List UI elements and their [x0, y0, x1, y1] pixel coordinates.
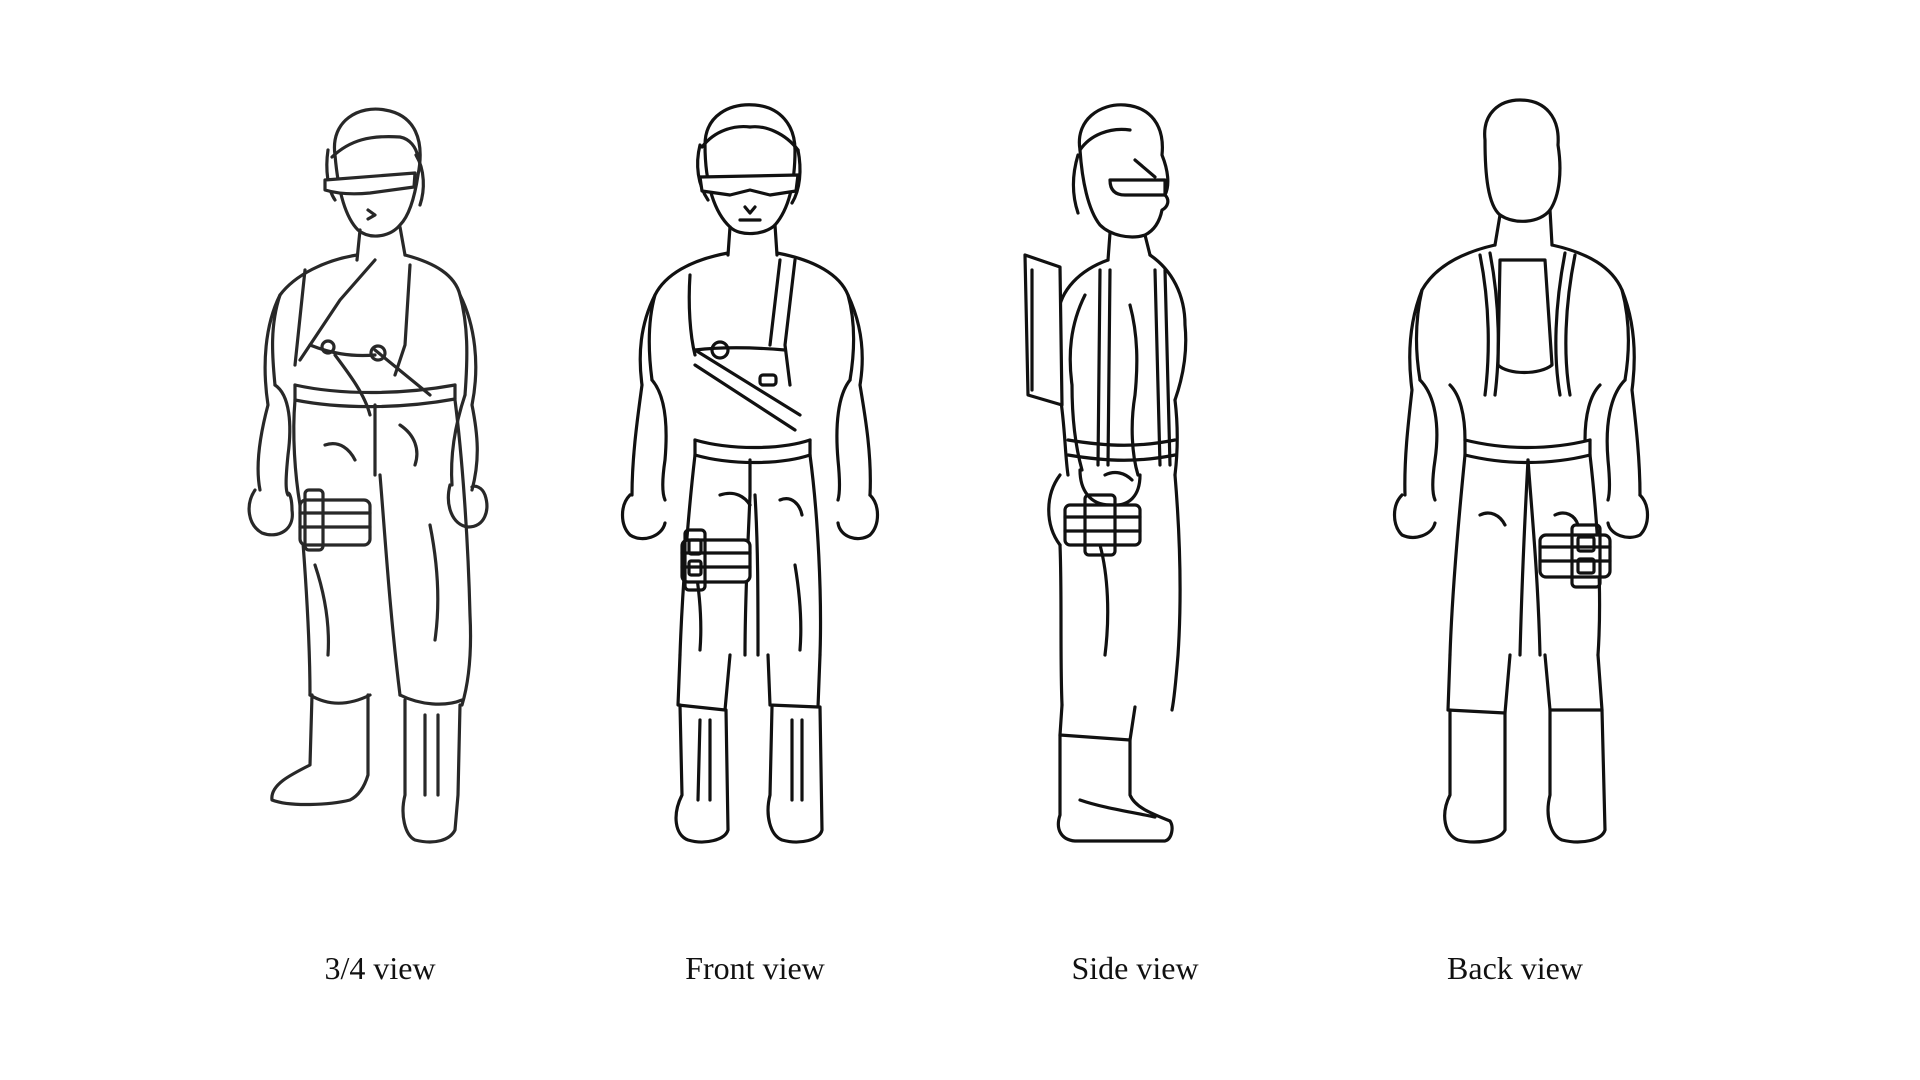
caption-side-view: Side view	[1071, 950, 1199, 986]
boots-side	[1056, 733, 1174, 843]
pants-front	[676, 453, 823, 712]
back-figure-drawing	[1392, 98, 1650, 844]
figure-side-view	[960, 95, 1320, 945]
arms-front	[620, 293, 880, 541]
torso-back	[1414, 243, 1631, 465]
boots-back	[1443, 708, 1607, 844]
three-quarter-figure-drawing	[247, 107, 489, 844]
torso-front	[647, 251, 856, 465]
caption-three-quarter-view: 3/4 view	[324, 950, 436, 986]
torso-3q	[270, 253, 469, 417]
figure-three-quarter-view	[200, 95, 560, 945]
boots-3q	[270, 693, 462, 844]
head-front	[696, 103, 802, 257]
side-figure-drawing	[1023, 103, 1188, 843]
figure-back-view	[1340, 95, 1700, 945]
pants-back	[1446, 453, 1612, 715]
head-side	[1071, 103, 1170, 262]
head-3q	[323, 107, 425, 262]
caption-back-view: Back view	[1447, 950, 1583, 986]
arm-side	[1068, 293, 1142, 507]
boots-front	[674, 703, 824, 844]
arms-3q	[247, 293, 489, 537]
arms-back	[1392, 288, 1650, 539]
pants-3q	[292, 398, 473, 707]
head-back	[1483, 98, 1562, 247]
torso-side	[1023, 253, 1188, 477]
figure-front-view	[570, 95, 930, 945]
front-figure-drawing	[620, 103, 880, 844]
caption-front-view: Front view	[685, 950, 825, 986]
pants-side	[1047, 473, 1182, 742]
